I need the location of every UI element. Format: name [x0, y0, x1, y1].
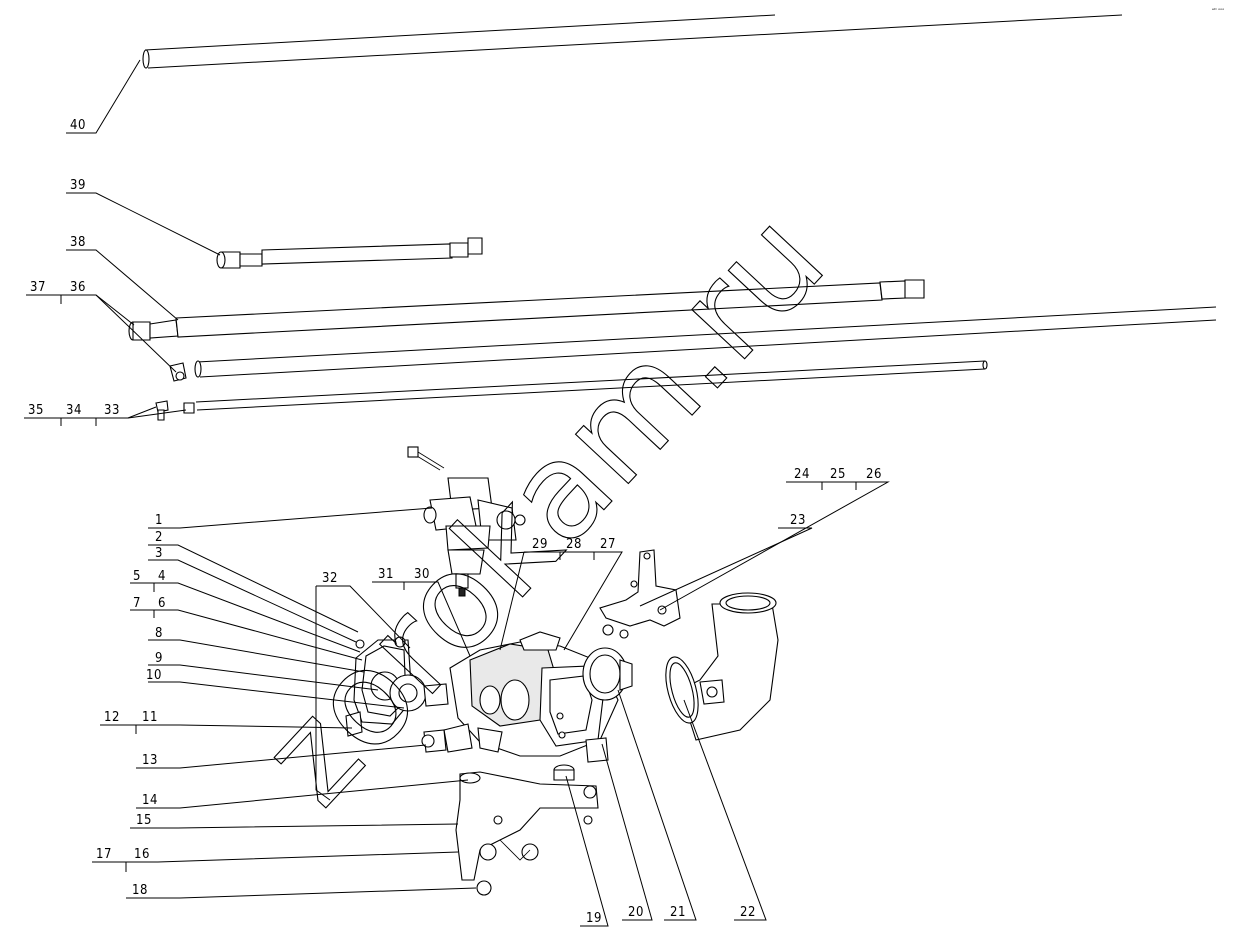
callout-24: 24	[794, 467, 810, 482]
callout-1: 1	[155, 513, 163, 528]
callout-20: 20	[628, 905, 644, 920]
callout-4: 4	[158, 569, 166, 584]
callout-36: 36	[70, 280, 86, 295]
callout-33: 33	[104, 403, 120, 418]
callout-7: 7	[133, 596, 141, 611]
elbow-hose	[665, 592, 779, 741]
callout-32: 32	[322, 571, 338, 586]
callout-35: 35	[28, 403, 44, 418]
callout-40: 40	[70, 118, 86, 133]
callout-37: 37	[30, 280, 46, 295]
callout-39: 39	[70, 178, 86, 193]
callout-30: 30	[414, 567, 430, 582]
callout-19: 19	[586, 911, 602, 926]
callout-labels: 40 39 38 37 36 35 34 33 1 2 3 5 4 7 6 8 …	[28, 118, 882, 926]
hose-39	[216, 237, 483, 269]
callout-9: 9	[155, 651, 163, 666]
callout-29: 29	[532, 537, 548, 552]
callout-34: 34	[66, 403, 82, 418]
callout-26: 26	[866, 467, 882, 482]
tube-33	[155, 360, 988, 421]
callout-16: 16	[134, 847, 150, 862]
callout-6: 6	[158, 596, 166, 611]
hose-38	[128, 279, 925, 341]
mounting-bracket-lower	[455, 764, 599, 896]
tube-40	[142, 14, 1123, 69]
callout-2: 2	[155, 530, 163, 545]
mounting-bracket-upper	[599, 549, 681, 639]
leader-lines	[24, 59, 890, 927]
solenoid-valve	[407, 446, 526, 597]
callout-3: 3	[155, 546, 163, 561]
callout-5: 5	[133, 569, 141, 584]
callout-17: 17	[96, 847, 112, 862]
callout-11: 11	[142, 710, 158, 725]
callout-18: 18	[132, 883, 148, 898]
callout-8: 8	[155, 626, 163, 641]
callout-22: 22	[740, 905, 756, 920]
callout-28: 28	[566, 537, 582, 552]
reducer-assembly	[345, 631, 633, 763]
callout-10: 10	[146, 668, 162, 683]
callout-13: 13	[142, 753, 158, 768]
callout-25: 25	[830, 467, 846, 482]
callout-21: 21	[670, 905, 686, 920]
corner-mark: ᵉᴰ ᵒᵒᵒ	[1212, 8, 1224, 14]
callout-27: 27	[600, 537, 616, 552]
callout-23: 23	[790, 513, 806, 528]
callout-12: 12	[104, 710, 120, 725]
callout-38: 38	[70, 235, 86, 250]
callout-14: 14	[142, 793, 158, 808]
tube-long-middle	[194, 306, 1217, 378]
callout-15: 15	[136, 813, 152, 828]
callout-31: 31	[378, 567, 394, 582]
elbow-36	[169, 362, 187, 382]
